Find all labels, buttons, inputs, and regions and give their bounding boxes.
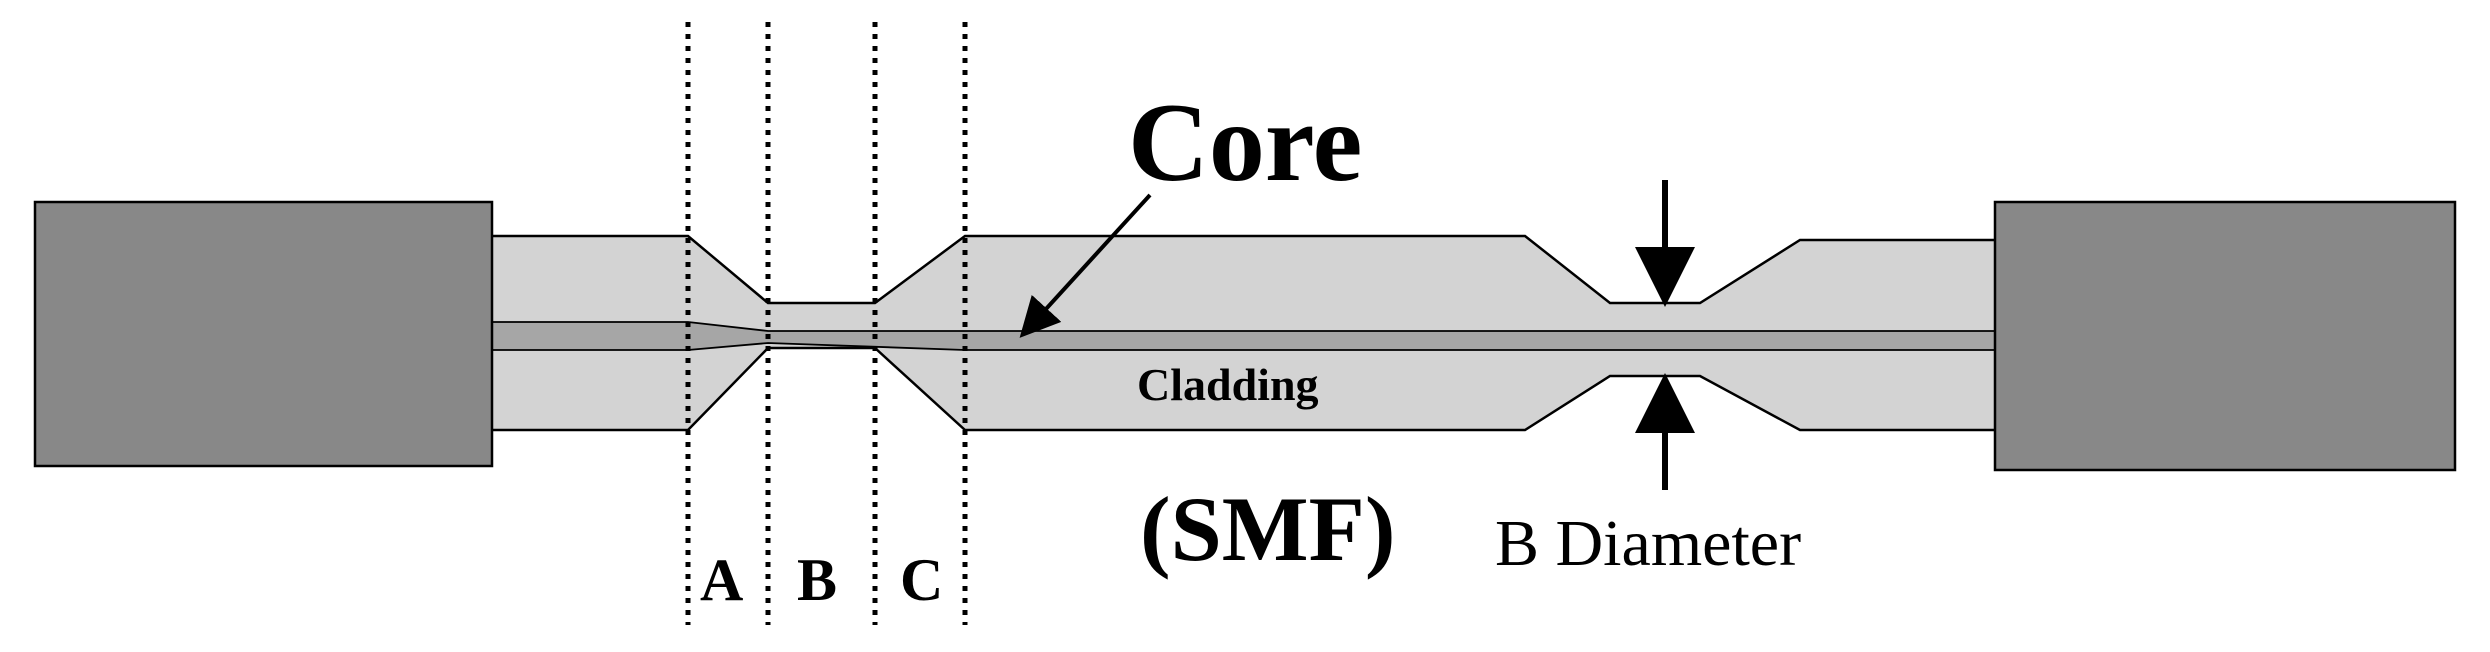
right-fiber-jacket [1993,200,2457,472]
b-diameter-label: B Diameter [1495,507,1801,580]
region-c-label: C [900,547,943,613]
left-fiber-jacket [33,200,494,468]
core-label: Core [1128,81,1362,205]
cladding-label: Cladding [1137,359,1319,410]
core-pointer-arrow [1019,193,1152,338]
region-b-label: B [797,547,837,613]
smf-label: (SMF) [1140,478,1395,580]
region-a-label: A [700,547,743,613]
